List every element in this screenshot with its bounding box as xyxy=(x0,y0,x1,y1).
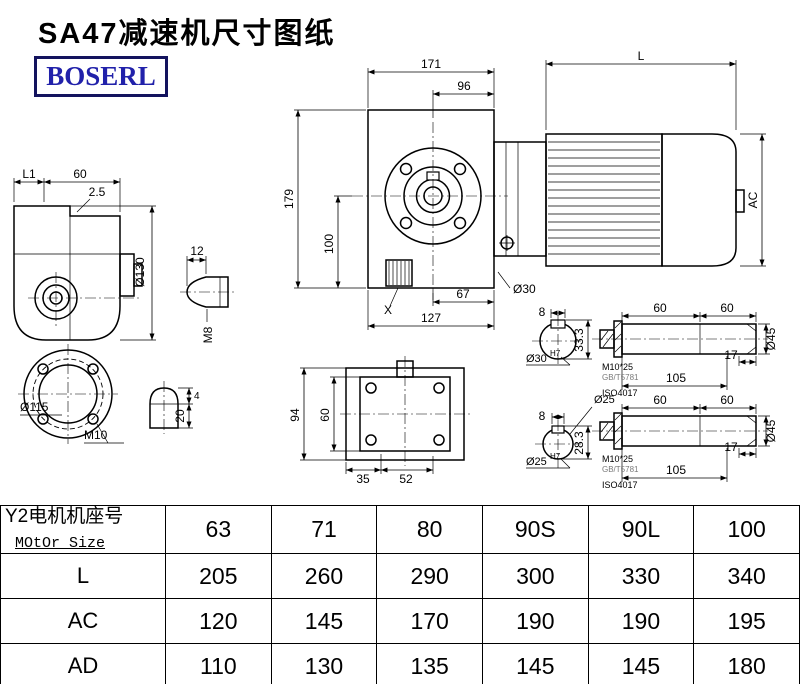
page-title: SA47减速机尺寸图纸 xyxy=(38,18,336,50)
bottom-view: 94 60 35 52 xyxy=(288,356,470,486)
shaft-end-lower: 60 60 17 105 Ø45 M10*25 GB/T5781 ISO4017 xyxy=(592,393,778,490)
dim-label-105: 105 xyxy=(666,371,686,385)
dim-label-60: 60 xyxy=(73,167,87,181)
motor-size-label-cn: Y2电机机座号 xyxy=(5,506,124,527)
row-label-AD: AD xyxy=(0,643,166,684)
value-cell: 195 xyxy=(693,598,800,644)
dia-45-label: Ø45 xyxy=(764,327,778,350)
dim-label-2-5: 2.5 xyxy=(89,185,106,199)
bore-25-label: Ø25 xyxy=(526,456,547,468)
motor-size-cell: 100 xyxy=(693,505,800,554)
motor-size-cell: 63 xyxy=(165,505,272,554)
dim-label-33-3: 33.3 xyxy=(572,328,586,352)
dim-label-100: 100 xyxy=(322,234,336,254)
row-label-AC: AC xyxy=(0,598,166,644)
dim-label-20: 20 xyxy=(173,409,187,423)
thread-m10x25-label: M10*25 xyxy=(602,454,633,464)
key-detail: 12 M8 xyxy=(180,244,236,343)
dim-label-l1: L1 xyxy=(22,167,36,181)
value-cell: 180 xyxy=(693,643,800,684)
value-cell: 340 xyxy=(693,553,800,599)
brand-logo-text: BOSERL xyxy=(46,61,156,91)
value-cell: 135 xyxy=(376,643,483,684)
dim-label-17: 17 xyxy=(724,348,738,362)
dim-label-105: 105 xyxy=(666,463,686,477)
std-iso-label: ISO4017 xyxy=(602,480,638,490)
value-cell: 300 xyxy=(481,553,589,599)
value-cell: 170 xyxy=(376,598,483,644)
dim-label-60a: 60 xyxy=(653,301,667,315)
dim-label-key8: 8 xyxy=(539,409,546,423)
std-gb-label: GB/T5781 xyxy=(602,465,639,474)
value-cell: 290 xyxy=(376,553,483,599)
dim-label-key8: 8 xyxy=(539,305,546,319)
value-cell: 205 xyxy=(165,553,272,599)
value-cell: 330 xyxy=(587,553,695,599)
dim-label-17: 17 xyxy=(724,440,738,454)
dim-label-171: 171 xyxy=(421,57,441,71)
table-row-AD: AD 110 130 135 145 145 180 xyxy=(0,643,800,684)
value-cell: 120 xyxy=(165,598,272,644)
motor-size-cell: 80 xyxy=(376,505,483,554)
shaft-section-25: Ø25 8 28.3 Ø25 H7 xyxy=(526,394,615,469)
std-iso-label: ISO4017 xyxy=(602,388,638,398)
value-cell: 190 xyxy=(587,598,695,644)
value-cell: 190 xyxy=(481,598,589,644)
table-row-AC: AC 120 145 170 190 190 195 xyxy=(0,598,800,644)
value-cell: 130 xyxy=(270,643,378,684)
dim-label-ac: AC xyxy=(746,191,760,208)
dim-label-60b: 60 xyxy=(720,301,734,315)
motor-size-cell: 90L xyxy=(587,505,695,554)
row-label-L: L xyxy=(0,553,166,599)
front-view: 171 96 L 179 100 AC 67 127 Ø30 X xyxy=(282,49,766,330)
motor-size-header-cell: Y2电机机座号 MOtOr Size xyxy=(0,505,166,554)
side-view: L1 60 2.5 Ø130 xyxy=(13,167,156,341)
shaft-end-upper: 60 60 17 105 Ø45 M10*25 GB/T5781 ISO4017 xyxy=(592,301,778,398)
table-row-L: L 205 260 290 300 330 340 xyxy=(0,553,800,599)
dim-label-35: 35 xyxy=(356,472,370,486)
plug-detail: 4 20 xyxy=(149,381,200,434)
value-cell: 145 xyxy=(587,643,695,684)
fit-h7-label: H7 xyxy=(550,349,561,358)
thread-m8-label: M8 xyxy=(201,326,215,343)
brand-logo: BOSERL xyxy=(34,56,168,97)
dim-label-28-3: 28.3 xyxy=(572,431,586,455)
dim-label-52: 52 xyxy=(399,472,413,486)
motor-size-cell: 71 xyxy=(270,505,378,554)
dim-label-67: 67 xyxy=(456,287,470,301)
dim-label-motor-l: L xyxy=(638,49,645,63)
technical-drawing: 171 96 L 179 100 AC 67 127 Ø30 X L1 xyxy=(13,49,778,490)
dim-label-12: 12 xyxy=(190,244,204,258)
std-gb-label: GB/T5781 xyxy=(602,373,639,382)
value-cell: 260 xyxy=(270,553,378,599)
shaft-section-30: 8 33.3 Ø30 H7 xyxy=(526,305,592,367)
dim-label-94: 94 xyxy=(288,408,302,422)
dia-25-callout: Ø25 xyxy=(594,394,615,406)
dia-115-label: Ø115 xyxy=(20,400,49,414)
dia-130-label: Ø130 xyxy=(133,257,147,287)
dia-45-label: Ø45 xyxy=(764,419,778,442)
dim-label-127: 127 xyxy=(421,311,441,325)
dim-label-60a: 60 xyxy=(653,393,667,407)
dim-label-96: 96 xyxy=(457,79,471,93)
dim-label-60: 60 xyxy=(318,408,332,422)
table-row-motor-size: Y2电机机座号 MOtOr Size 63 71 80 90S 90L 100 xyxy=(0,505,800,554)
dim-label-60b: 60 xyxy=(720,393,734,407)
thread-m10-label: M10 xyxy=(84,428,108,442)
bore-30-label: Ø30 xyxy=(526,353,547,365)
thread-m10x25-label: M10*25 xyxy=(602,362,633,372)
dim-label-4: 4 xyxy=(194,391,200,402)
fit-h7-label: H7 xyxy=(550,452,561,461)
value-cell: 145 xyxy=(481,643,589,684)
dim-label-179: 179 xyxy=(282,189,296,209)
value-cell: 145 xyxy=(270,598,378,644)
motor-size-cell: 90S xyxy=(481,505,589,554)
dia-30-callout: Ø30 xyxy=(513,282,536,296)
x-marker-label: X xyxy=(384,303,392,317)
motor-dimension-table: Y2电机机座号 MOtOr Size 63 71 80 90S 90L 100 … xyxy=(0,505,800,684)
flange-view: Ø115 M10 xyxy=(18,344,124,444)
value-cell: 110 xyxy=(165,643,272,684)
motor-size-label-en: MOtOr Size xyxy=(15,535,106,552)
